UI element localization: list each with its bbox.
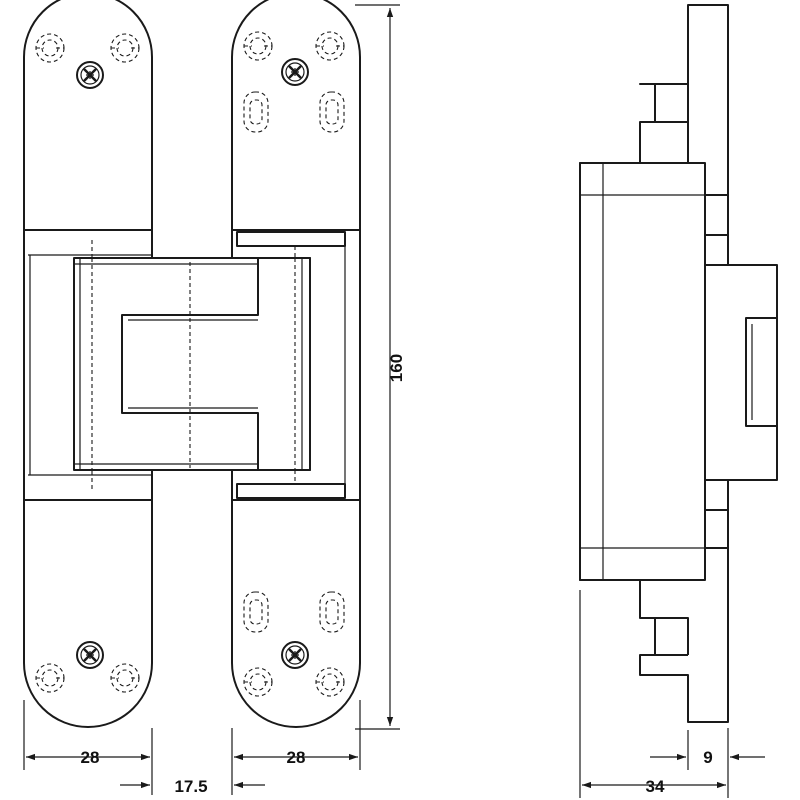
- dimension-side-depth: 34: [646, 777, 665, 796]
- dimension-height: 160: [387, 354, 406, 382]
- dimension-gap: 17.5: [174, 777, 207, 796]
- dimension-lines: [23, 4, 765, 798]
- right-top-screw-icon: [280, 57, 310, 87]
- hinge-linkage: [73, 257, 311, 471]
- left-bottom-screw-icon: [75, 640, 105, 670]
- left-top-screw-icon: [75, 60, 105, 90]
- dimension-side-plate: 9: [703, 748, 712, 767]
- dimension-left-leaf-width: 28: [81, 748, 100, 767]
- dimension-right-leaf-width: 28: [287, 748, 306, 767]
- right-bottom-screw-icon: [280, 640, 310, 670]
- hinge-side-view: [579, 4, 778, 723]
